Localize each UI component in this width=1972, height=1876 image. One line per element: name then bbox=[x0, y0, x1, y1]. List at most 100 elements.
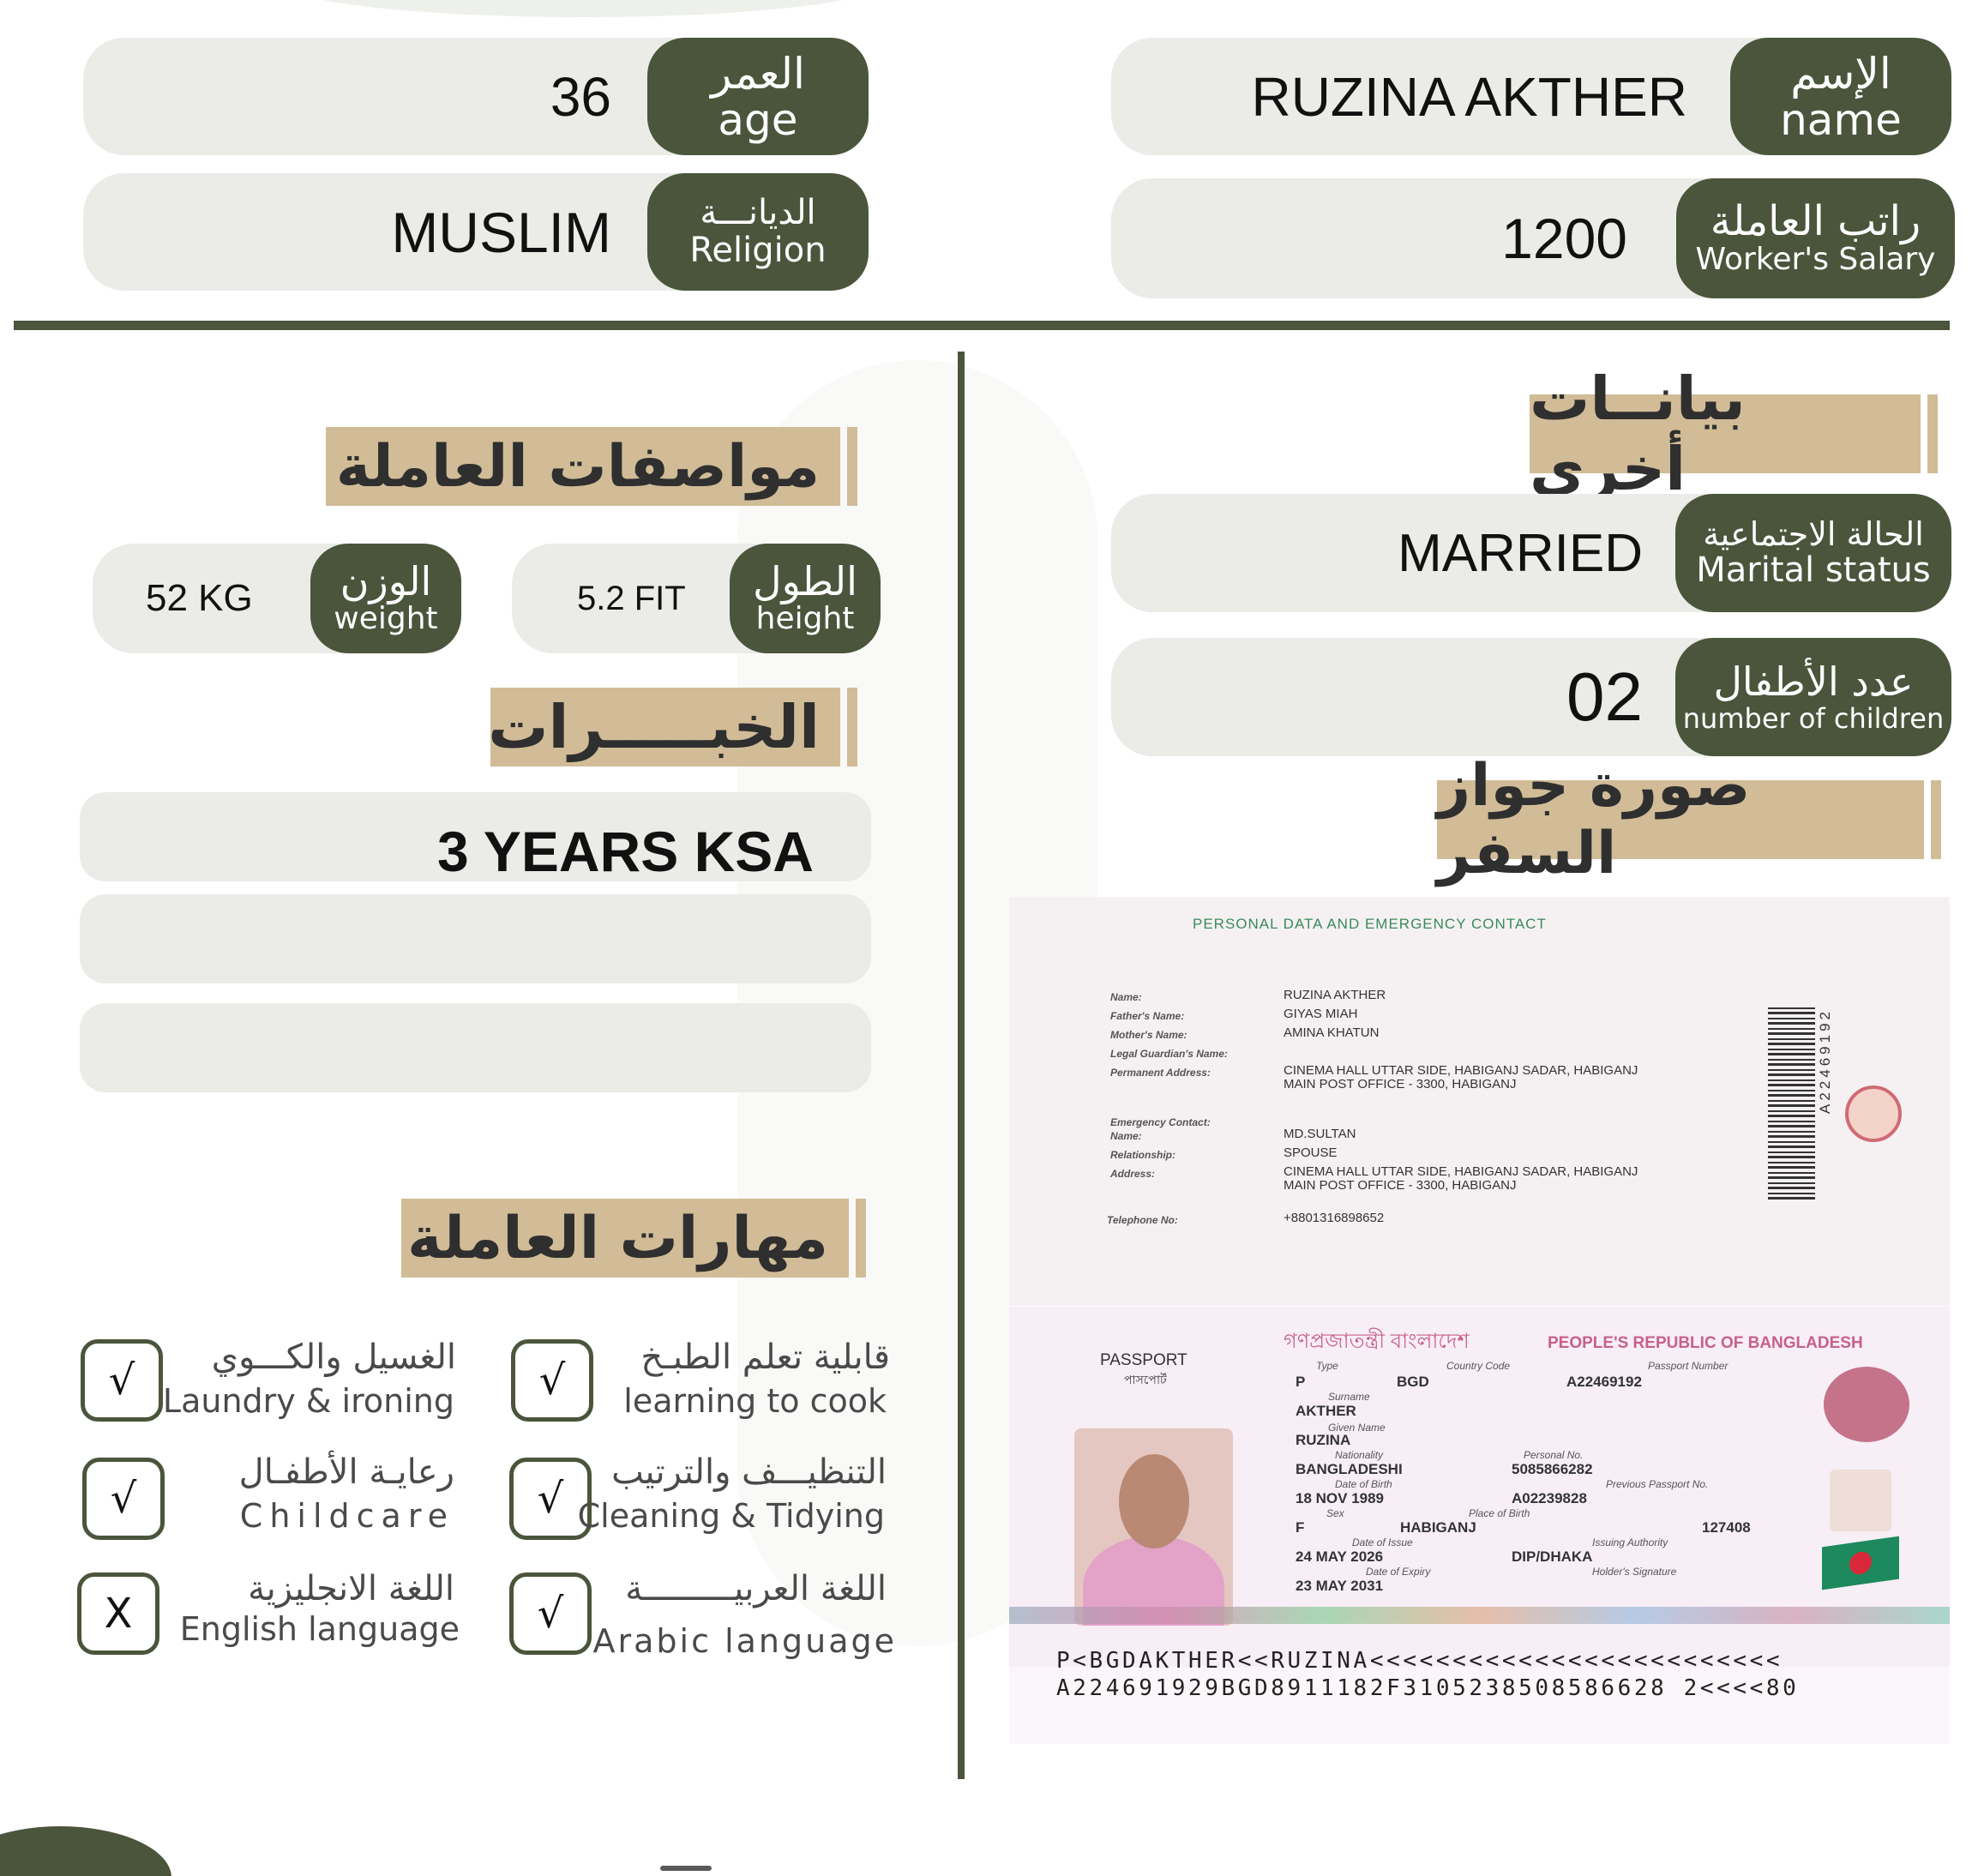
age-label: العمر age bbox=[647, 38, 869, 155]
salary-label: راتب العاملة Worker's Salary bbox=[1676, 178, 1955, 298]
pp-value-name: RUZINA AKTHER bbox=[1284, 988, 1386, 1002]
pp-bio-dob: 18 NOV 1989 bbox=[1296, 1490, 1385, 1506]
weight-label-ar: الوزن bbox=[340, 557, 432, 604]
height-field: 5.2 FIT الطول height bbox=[512, 544, 881, 653]
passport-doc-bn: পাসপোর্ট bbox=[1124, 1373, 1167, 1386]
pp-bio-personal-no: 5085866282 bbox=[1512, 1461, 1593, 1477]
pp-value-address-2: MAIN POST OFFICE - 3300, HABIGANJ bbox=[1284, 1077, 1517, 1091]
horizontal-divider bbox=[14, 321, 1950, 330]
children-field: 02 عدد الأطفال number of children bbox=[1111, 638, 1951, 756]
pp-bio-prev-passport: A02239828 bbox=[1512, 1490, 1587, 1506]
pp-bio-nationality: BANGLADESHI bbox=[1296, 1461, 1403, 1477]
passport-ghost-photo bbox=[1830, 1470, 1891, 1531]
marital-value: MARRIED bbox=[1398, 523, 1643, 583]
pp-label-relationship: Relationship: bbox=[1110, 1149, 1176, 1161]
skill-arabic-en: Arabic language bbox=[592, 1622, 897, 1660]
pp-value-relationship: SPOUSE bbox=[1284, 1145, 1338, 1160]
passport-page-title: PERSONAL DATA AND EMERGENCY CONTACT bbox=[1193, 916, 1547, 932]
salary-field: 1200 راتب العاملة Worker's Salary bbox=[1111, 178, 1955, 298]
children-value: 02 bbox=[1566, 658, 1643, 735]
experience-item-1: 3 YEARS KSA bbox=[437, 820, 814, 883]
experience-heading: الخبـــــرات bbox=[488, 688, 857, 767]
skill-cook-check[interactable]: √ bbox=[511, 1339, 593, 1422]
name-label-en: name bbox=[1780, 94, 1902, 145]
salary-label-en: Worker's Salary bbox=[1695, 242, 1936, 278]
passport-hologram-icon bbox=[1824, 1367, 1909, 1442]
pp-bio-label-surname: Surname bbox=[1328, 1391, 1370, 1403]
passport-emblem-icon bbox=[1845, 1085, 1902, 1142]
height-label: الطول height bbox=[730, 544, 881, 653]
skill-english-check[interactable]: X bbox=[77, 1572, 159, 1655]
salary-label-ar: راتب العاملة bbox=[1710, 196, 1921, 245]
skill-arabic-check[interactable]: √ bbox=[509, 1572, 592, 1655]
religion-label: الديانـــة Religion bbox=[647, 173, 869, 291]
passport-doc-en: PASSPORT bbox=[1100, 1351, 1187, 1369]
pp-bio-issuing-authority: DIP/DHAKA bbox=[1512, 1548, 1593, 1565]
name-label: الإسم name bbox=[1730, 38, 1951, 155]
passport-mrz-line-1: P<BGDAKTHER<<RUZINA<<<<<<<<<<<<<<<<<<<<<… bbox=[1056, 1648, 1783, 1674]
pp-label-address: Permanent Address: bbox=[1110, 1067, 1211, 1079]
pp-label-em-address: Address: bbox=[1110, 1168, 1156, 1180]
pp-bio-label-nationality: Nationality bbox=[1335, 1449, 1384, 1461]
pp-label-father: Father's Name: bbox=[1110, 1010, 1185, 1022]
weight-field: 52 KG الوزن weight bbox=[93, 544, 461, 653]
name-label-ar: الإسم bbox=[1790, 48, 1891, 99]
passport-security-strip bbox=[1009, 1607, 1950, 1624]
pp-value-em-name: MD.SULTAN bbox=[1284, 1127, 1356, 1141]
pp-value-father: GIYAS MIAH bbox=[1284, 1007, 1358, 1021]
pp-bio-label-type: Type bbox=[1316, 1360, 1338, 1372]
pp-value-telephone: +8801316898652 bbox=[1284, 1211, 1385, 1225]
pp-label-em-name: Name: bbox=[1110, 1130, 1142, 1142]
skill-laundry-en: Laundry & ironing bbox=[162, 1382, 454, 1420]
children-label: عدد الأطفال number of children bbox=[1675, 638, 1951, 756]
passport-heading: صورة جواز السفر bbox=[1437, 752, 1941, 887]
pp-bio-label-issuing-authority: Issuing Authority bbox=[1592, 1536, 1668, 1548]
experience-row-3 bbox=[80, 1003, 871, 1092]
pp-label-guardian: Legal Guardian's Name: bbox=[1110, 1048, 1228, 1060]
salary-value: 1200 bbox=[1501, 207, 1627, 270]
passport-photo bbox=[1074, 1428, 1233, 1626]
pp-bio-label-sex: Sex bbox=[1326, 1507, 1344, 1519]
pp-label-name: Name: bbox=[1110, 991, 1142, 1003]
marital-field: MARRIED الحالة الاجتماعية Marital status bbox=[1111, 494, 1951, 612]
pp-value-em-address-2: MAIN POST OFFICE - 3300, HABIGANJ bbox=[1284, 1178, 1517, 1193]
skill-cook-ar: قابلية تعلم الطبـخ bbox=[640, 1338, 890, 1377]
passport-country-bn: গণপ্রজাতন্ত্রী বাংলাদেশ bbox=[1284, 1330, 1470, 1353]
pp-bio-code: 127408 bbox=[1702, 1519, 1751, 1536]
marital-label: الحالة الاجتماعية Marital status bbox=[1675, 494, 1951, 612]
pp-bio-label-place-of-birth: Place of Birth bbox=[1469, 1507, 1530, 1519]
pp-bio-label-date-of-expiry: Date of Expiry bbox=[1366, 1566, 1431, 1578]
bottom-decoration bbox=[0, 1826, 171, 1876]
pp-bio-surname: AKTHER bbox=[1296, 1403, 1356, 1419]
skill-childcare-ar: رعايـة الأطفـال bbox=[238, 1452, 454, 1492]
skill-english-en: English language bbox=[179, 1610, 460, 1648]
skill-laundry-check[interactable]: √ bbox=[81, 1339, 163, 1422]
pp-bio-type: P bbox=[1296, 1374, 1306, 1390]
pp-bio-passport-number: A22469192 bbox=[1566, 1374, 1642, 1390]
children-label-en: number of children bbox=[1682, 701, 1945, 735]
experience-row-2 bbox=[80, 894, 871, 983]
passport-barcode bbox=[1768, 1007, 1815, 1200]
top-decoration bbox=[283, 0, 883, 17]
pp-bio-label-holder-signature: Holder's Signature bbox=[1592, 1566, 1677, 1578]
height-value: 5.2 FIT bbox=[577, 579, 686, 617]
pp-bio-date-of-expiry: 23 MAY 2031 bbox=[1296, 1578, 1384, 1594]
skill-english-ar: اللغة الانجليزية bbox=[248, 1569, 454, 1608]
skill-cleaning-en: Cleaning & Tidying bbox=[577, 1497, 885, 1535]
weight-label: الوزن weight bbox=[310, 544, 461, 653]
age-value: 36 bbox=[550, 65, 611, 128]
passport-barcode-number: A22469192 bbox=[1817, 1008, 1833, 1114]
religion-field: MUSLIM الديانـــة Religion bbox=[83, 173, 869, 291]
pp-bio-given-name: RUZINA bbox=[1296, 1432, 1351, 1448]
pp-bio-label-dob: Date of Birth bbox=[1335, 1478, 1392, 1490]
skill-childcare-check[interactable]: √ bbox=[82, 1458, 165, 1540]
religion-label-en: Religion bbox=[689, 230, 827, 270]
specs-heading: مواصفات العاملة bbox=[326, 427, 857, 506]
marital-label-en: Marital status bbox=[1696, 550, 1931, 590]
skill-cleaning-check[interactable]: √ bbox=[509, 1458, 592, 1540]
age-label-en: age bbox=[718, 94, 798, 145]
bottom-mark bbox=[660, 1866, 712, 1871]
children-label-ar: عدد الأطفال bbox=[1713, 658, 1914, 705]
name-field: RUZINA AKTHER الإسم name bbox=[1111, 38, 1951, 155]
passport-image: PERSONAL DATA AND EMERGENCY CONTACT Name… bbox=[1009, 897, 1950, 1744]
